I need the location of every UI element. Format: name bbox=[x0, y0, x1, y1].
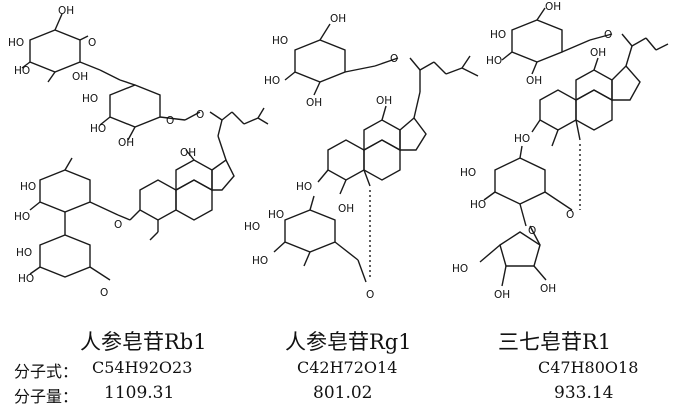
formula-r1: C47H80O18 bbox=[538, 358, 639, 377]
svg-text:HO: HO bbox=[268, 209, 284, 221]
svg-text:O: O bbox=[366, 289, 374, 301]
svg-text:HO: HO bbox=[90, 123, 106, 135]
svg-text:HO: HO bbox=[20, 181, 36, 193]
mw-r1: 933.14 bbox=[554, 383, 614, 403]
svg-text:O: O bbox=[604, 29, 612, 41]
svg-text:HO: HO bbox=[14, 211, 30, 223]
svg-text:OH: OH bbox=[72, 71, 88, 83]
svg-text:O: O bbox=[88, 37, 96, 49]
compound-name-rb1: 人参皂苷Rb1 bbox=[80, 330, 207, 354]
svg-text:HO: HO bbox=[252, 255, 268, 267]
svg-text:O: O bbox=[114, 219, 122, 231]
svg-text:HO: HO bbox=[14, 65, 30, 77]
svg-text:OH: OH bbox=[58, 5, 74, 17]
formula-label: 分子式： bbox=[14, 362, 79, 381]
compound-name-rg1: 人参皂苷Rg1 bbox=[285, 330, 412, 354]
svg-text:OH: OH bbox=[180, 147, 196, 159]
svg-text:OH: OH bbox=[545, 1, 561, 13]
svg-text:OH: OH bbox=[306, 97, 322, 109]
rg1-structure: OH HO HO OH O OH HO HO HO HO OH O bbox=[244, 13, 479, 301]
svg-text:HO: HO bbox=[490, 29, 506, 41]
mw-rg1: 801.02 bbox=[313, 383, 373, 403]
svg-text:HO: HO bbox=[452, 263, 468, 275]
svg-text:HO: HO bbox=[18, 273, 34, 285]
svg-text:HO: HO bbox=[244, 221, 260, 233]
svg-text:HO: HO bbox=[460, 167, 476, 179]
svg-text:OH: OH bbox=[590, 47, 606, 59]
svg-text:OH: OH bbox=[494, 289, 510, 301]
svg-text:OH: OH bbox=[118, 137, 134, 149]
svg-text:O: O bbox=[196, 109, 204, 121]
mw-rb1: 1109.31 bbox=[104, 383, 175, 403]
svg-text:OH: OH bbox=[330, 13, 346, 25]
rb1-structure: OH HO HO OH O HO HO OH O O OH HO HO O HO… bbox=[8, 5, 269, 299]
svg-text:OH: OH bbox=[338, 203, 354, 215]
svg-text:OH: OH bbox=[540, 283, 556, 295]
svg-text:O: O bbox=[528, 225, 536, 237]
svg-text:HO: HO bbox=[16, 247, 32, 259]
mw-label: 分子量： bbox=[14, 387, 79, 406]
svg-text:O: O bbox=[100, 287, 108, 299]
svg-text:O: O bbox=[390, 53, 398, 65]
formula-rg1: C42H72O14 bbox=[297, 358, 398, 377]
svg-text:HO: HO bbox=[514, 133, 530, 145]
svg-text:OH: OH bbox=[376, 95, 392, 107]
compound-name-r1: 三七皂苷R1 bbox=[498, 330, 612, 354]
svg-text:HO: HO bbox=[470, 199, 486, 211]
svg-text:HO: HO bbox=[82, 93, 98, 105]
svg-text:O: O bbox=[566, 209, 574, 221]
svg-text:HO: HO bbox=[486, 55, 502, 67]
r1-structure: OH HO HO OH O OH HO HO HO O O HO OH OH bbox=[452, 1, 669, 301]
structure-diagrams: OH HO HO OH O HO HO OH O O OH HO HO O HO… bbox=[8, 1, 669, 301]
svg-text:HO: HO bbox=[8, 37, 24, 49]
svg-text:HO: HO bbox=[296, 181, 312, 193]
svg-text:O: O bbox=[166, 115, 174, 127]
svg-text:OH: OH bbox=[526, 75, 542, 87]
svg-text:HO: HO bbox=[272, 35, 288, 47]
formula-rb1: C54H92O23 bbox=[92, 358, 193, 377]
svg-text:HO: HO bbox=[264, 75, 280, 87]
